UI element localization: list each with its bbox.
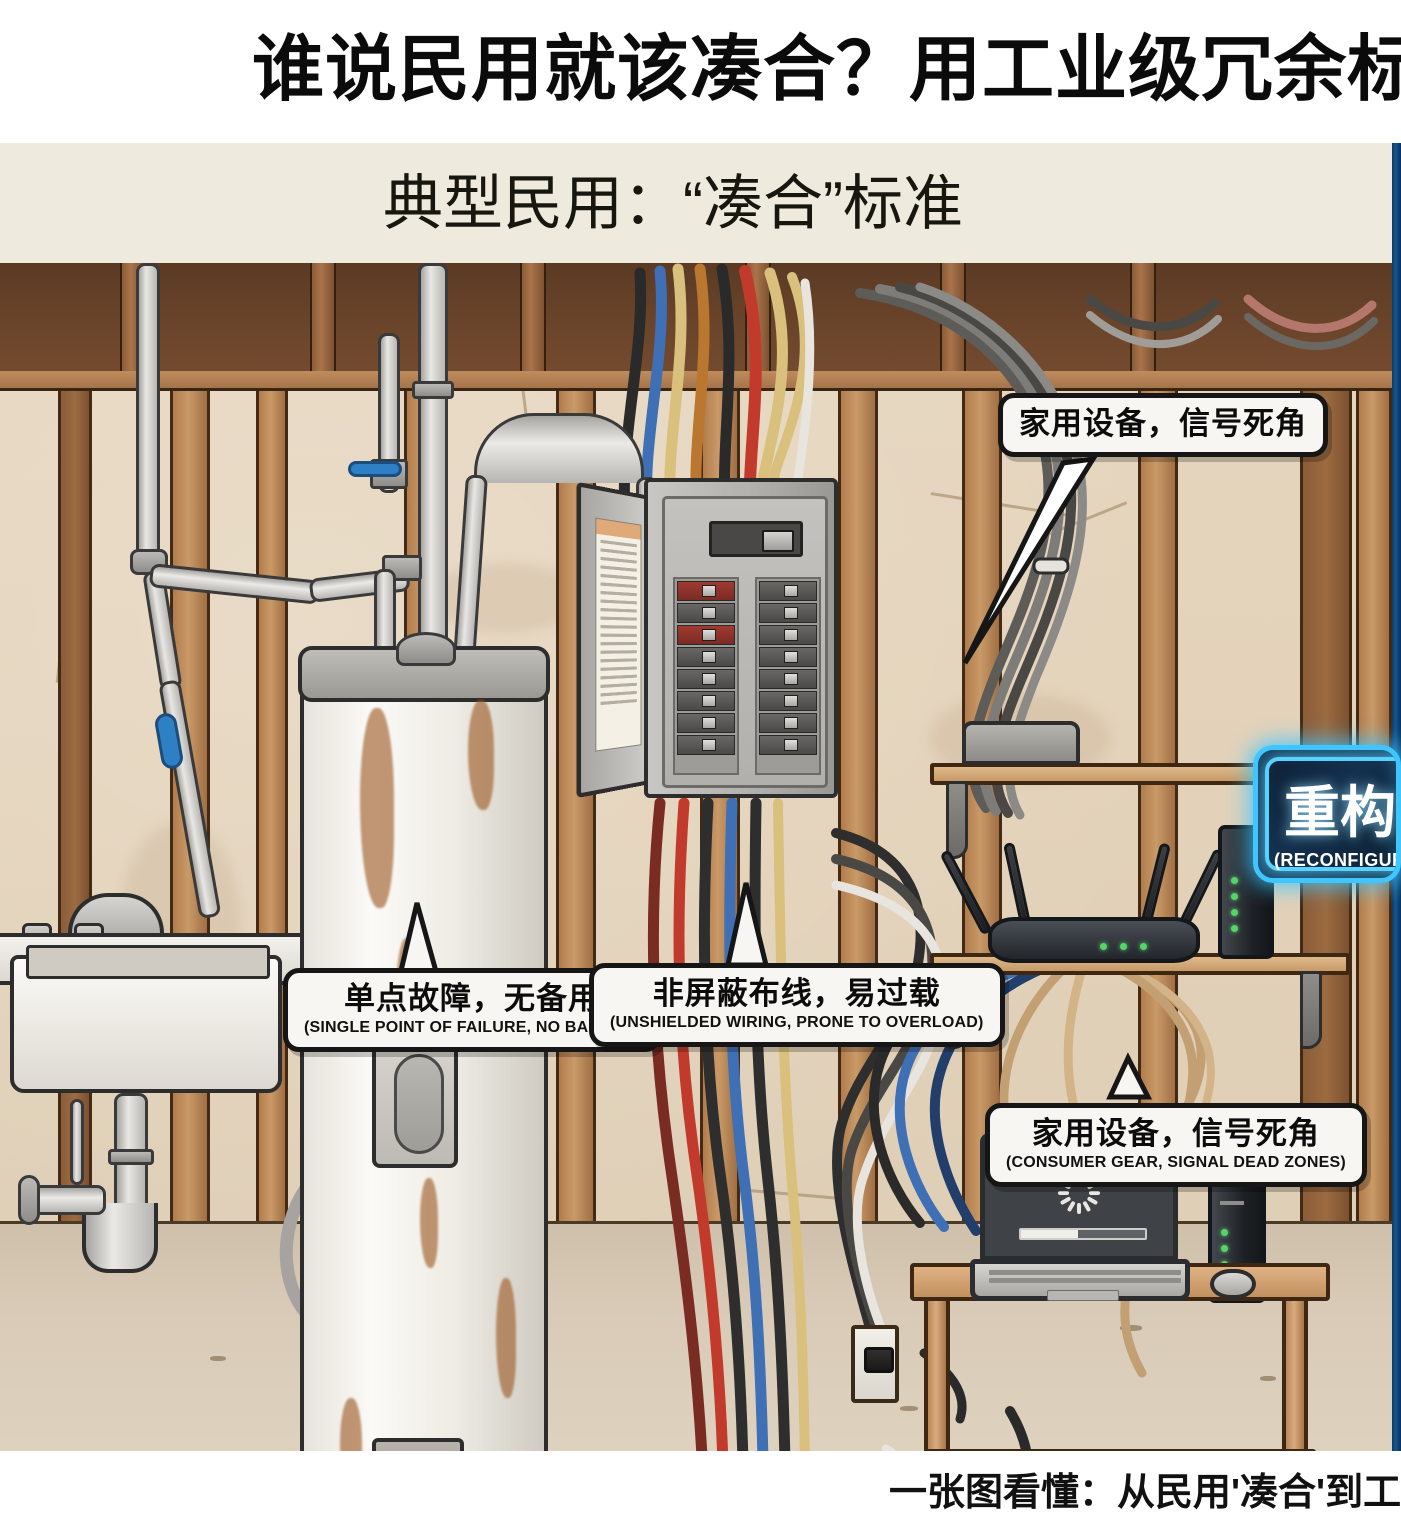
modem-vent [1220, 1201, 1244, 1205]
floor-debris [900, 1406, 918, 1411]
callout-text-en: (SINGLE POINT OF FAILURE, NO BACKUP) [304, 1019, 641, 1036]
desk-leg [924, 1297, 950, 1451]
wall-outlet[interactable] [851, 1325, 899, 1403]
circuit-breaker[interactable] [677, 713, 735, 733]
page-title: 谁说民用就该凑合？用工业级冗余标准 [252, 30, 1401, 110]
modem-led [1231, 877, 1238, 884]
element-access-panel[interactable] [372, 1438, 464, 1451]
badge-text-en: (RECONFIGURAT [1274, 850, 1396, 870]
circuit-breaker[interactable] [677, 647, 735, 667]
vent-pipe [418, 263, 448, 663]
breaker-deadfront [662, 496, 828, 788]
callout-text-zh: 家用设备，信号死角 [1031, 1116, 1320, 1151]
circuit-breaker[interactable] [759, 735, 817, 755]
circuit-breaker[interactable] [677, 669, 735, 689]
panel-subtitle-band: 典型民用：“凑合”标准 [0, 143, 1401, 265]
main-breaker[interactable] [709, 521, 803, 557]
laptop-keyboard-base[interactable] [970, 1259, 1190, 1301]
shutoff-valve-handle[interactable] [348, 461, 402, 477]
shelf-toolbox [962, 721, 1080, 765]
circuit-breaker[interactable] [759, 581, 817, 601]
keyboard-row [989, 1278, 1181, 1283]
circuit-breaker[interactable] [759, 713, 817, 733]
circuit-breaker[interactable] [759, 603, 817, 623]
pipe-joint [412, 381, 454, 399]
circuit-breaker[interactable] [677, 603, 735, 623]
wall-flange [18, 1175, 40, 1225]
breaker-panel[interactable] [576, 478, 838, 799]
supply-pipe-left [136, 263, 160, 563]
callout-device-top: 家用设备，信号死角 [998, 393, 1328, 457]
circuit-breaker[interactable] [759, 647, 817, 667]
router-status-led [1120, 943, 1127, 950]
breaker-panel-enclosure [644, 478, 838, 798]
breaker-column-right[interactable] [755, 577, 821, 775]
utility-sink [0, 893, 318, 1323]
circuit-breaker[interactable] [677, 691, 735, 711]
modem-led [1221, 1245, 1228, 1252]
callout-text-zh: 非屏蔽布线，易过载 [652, 976, 941, 1011]
callout-text-zh: 单点故障，无备用 [344, 981, 601, 1016]
plugged-in-plug[interactable] [864, 1347, 894, 1373]
badge-text-zh: 重构 [1284, 781, 1396, 844]
breaker-column-left[interactable] [673, 577, 739, 775]
floor-debris [210, 1356, 226, 1361]
neon-inner-border [1265, 757, 1396, 871]
rust-stain [468, 700, 494, 810]
floor-debris [1260, 1376, 1276, 1381]
water-heater [298, 632, 550, 1451]
circuit-breaker[interactable] [677, 625, 735, 645]
rust-stain [360, 708, 394, 908]
rust-stain [420, 1178, 438, 1268]
circuit-breaker[interactable] [759, 625, 817, 645]
modem-led [1231, 893, 1238, 900]
footer-band: 一张图看懂：从民用'凑合'到工 [0, 1451, 1401, 1536]
callout-text-zh: 家用设备，信号死角 [1019, 406, 1307, 441]
rust-stain [496, 1278, 516, 1398]
shelf-bracket [946, 781, 968, 859]
laptop-trackpad[interactable] [1047, 1290, 1119, 1301]
router-body[interactable] [988, 917, 1200, 963]
progress-bar [1019, 1228, 1147, 1240]
circuit-breaker[interactable] [759, 669, 817, 689]
supply-riser-small [70, 1099, 84, 1185]
illustration-left-panel [0, 263, 1392, 1451]
inlet-riser [378, 333, 400, 493]
keyboard-row [989, 1270, 1181, 1275]
desk-leg [1282, 1297, 1308, 1451]
wifi-router[interactable] [939, 841, 1225, 963]
modem-led [1221, 1229, 1228, 1236]
callout-text-en: (UNSHIELDED WIRING, PRONE TO OVERLOAD) [610, 1014, 984, 1031]
callout-unshielded: 非屏蔽布线，易过载 (UNSHIELDED WIRING, PRONE TO O… [589, 963, 1005, 1047]
panel-subtitle: 典型民用：“凑合”标准 [383, 170, 963, 237]
circuit-breaker[interactable] [677, 735, 735, 755]
rust-stain [340, 1398, 362, 1451]
flue-collar [396, 632, 456, 666]
router-status-led [1140, 943, 1147, 950]
ceiling-joist [520, 263, 546, 371]
main-breaker-switch[interactable] [762, 530, 794, 552]
callout-consumer-gear: 家用设备，信号死角 (CONSUMER GEAR, SIGNAL DEAD ZO… [985, 1103, 1367, 1187]
reconfiguration-badge: 重构 (RECONFIGURAT [1253, 745, 1401, 883]
ceiling-joist [310, 263, 336, 371]
modem-led [1231, 925, 1238, 932]
slip-nut [108, 1149, 154, 1165]
circuit-breaker[interactable] [759, 691, 817, 711]
computer-mouse[interactable] [1210, 1269, 1256, 1299]
footer-caption: 一张图看懂：从民用'凑合'到工 [889, 1472, 1401, 1514]
circuit-breaker[interactable] [677, 581, 735, 601]
thermostat-access-plate[interactable] [372, 1033, 458, 1168]
callout-text-en: (CONSUMER GEAR, SIGNAL DEAD ZONES) [1006, 1154, 1346, 1171]
router-status-led [1100, 943, 1107, 950]
title-band: 谁说民用就该凑合？用工业级冗余标准 [0, 0, 1401, 143]
thermostat-dial[interactable] [394, 1054, 444, 1154]
modem-led [1231, 909, 1238, 916]
desk-rail [924, 1449, 1316, 1451]
trap-arm [28, 1185, 106, 1215]
sink-rim [26, 945, 270, 979]
shelf-bracket [1300, 971, 1322, 1049]
